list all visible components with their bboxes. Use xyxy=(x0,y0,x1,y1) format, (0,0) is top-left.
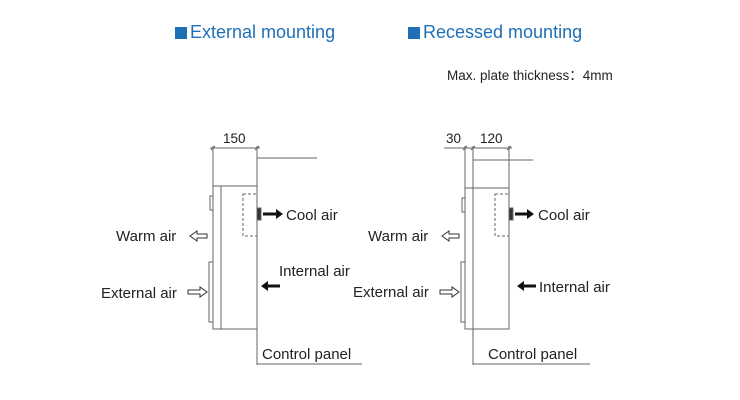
external-air-label: External air xyxy=(101,285,177,302)
cool-air-arrow-icon xyxy=(515,209,534,219)
internal-duct-dashed xyxy=(494,193,510,237)
cool-air-label: Cool air xyxy=(538,207,590,224)
dim-120-label: 120 xyxy=(480,131,503,146)
external-vent-tab-top xyxy=(461,197,466,213)
internal-air-arrow-icon xyxy=(517,281,536,291)
dimension-30-120 xyxy=(444,145,512,188)
external-air-arrow-icon xyxy=(439,286,460,298)
cool-air-outlet xyxy=(508,207,514,221)
cooler-unit-body xyxy=(464,187,510,330)
plate-thickness-note: Max. plate thickness：4mm xyxy=(447,68,613,83)
recessed-mounting-drawing xyxy=(444,145,590,365)
blue-square-icon xyxy=(175,26,187,39)
heading-external-text: External mounting xyxy=(190,22,336,42)
warm-air-arrow-icon xyxy=(441,230,460,242)
recessed-arrows xyxy=(439,209,536,298)
warm-air-arrow-icon xyxy=(189,230,208,242)
cool-air-outlet xyxy=(256,207,262,221)
blue-square-icon xyxy=(408,26,420,39)
external-air-label: External air xyxy=(353,284,429,301)
cool-air-label: Cool air xyxy=(286,207,338,224)
cool-air-arrow-icon xyxy=(263,209,283,219)
dimension-150 xyxy=(210,145,260,186)
external-vent-tab xyxy=(460,261,466,323)
external-arrows xyxy=(187,209,283,298)
external-mounting-drawing xyxy=(208,145,362,365)
internal-air-arrow-icon xyxy=(261,281,280,291)
internal-duct-dashed xyxy=(242,193,258,237)
internal-air-label: Internal air xyxy=(539,279,610,296)
heading-recessed-mounting: Recessed mounting xyxy=(408,22,582,43)
heading-external-mounting: External mounting xyxy=(175,22,335,43)
dim-150-label: 150 xyxy=(223,131,246,146)
warm-air-label: Warm air xyxy=(116,228,176,245)
control-panel-label: Control panel xyxy=(262,346,351,363)
external-vent-tab xyxy=(208,261,214,323)
control-panel-label: Control panel xyxy=(488,346,577,363)
warm-air-label: Warm air xyxy=(368,228,428,245)
external-air-arrow-icon xyxy=(187,286,208,298)
dim-30-label: 30 xyxy=(446,131,461,146)
cooler-unit-body xyxy=(212,185,258,330)
internal-air-label: Internal air xyxy=(279,263,350,280)
heading-recessed-text: Recessed mounting xyxy=(423,22,583,42)
external-vent-tab-top xyxy=(209,195,214,211)
